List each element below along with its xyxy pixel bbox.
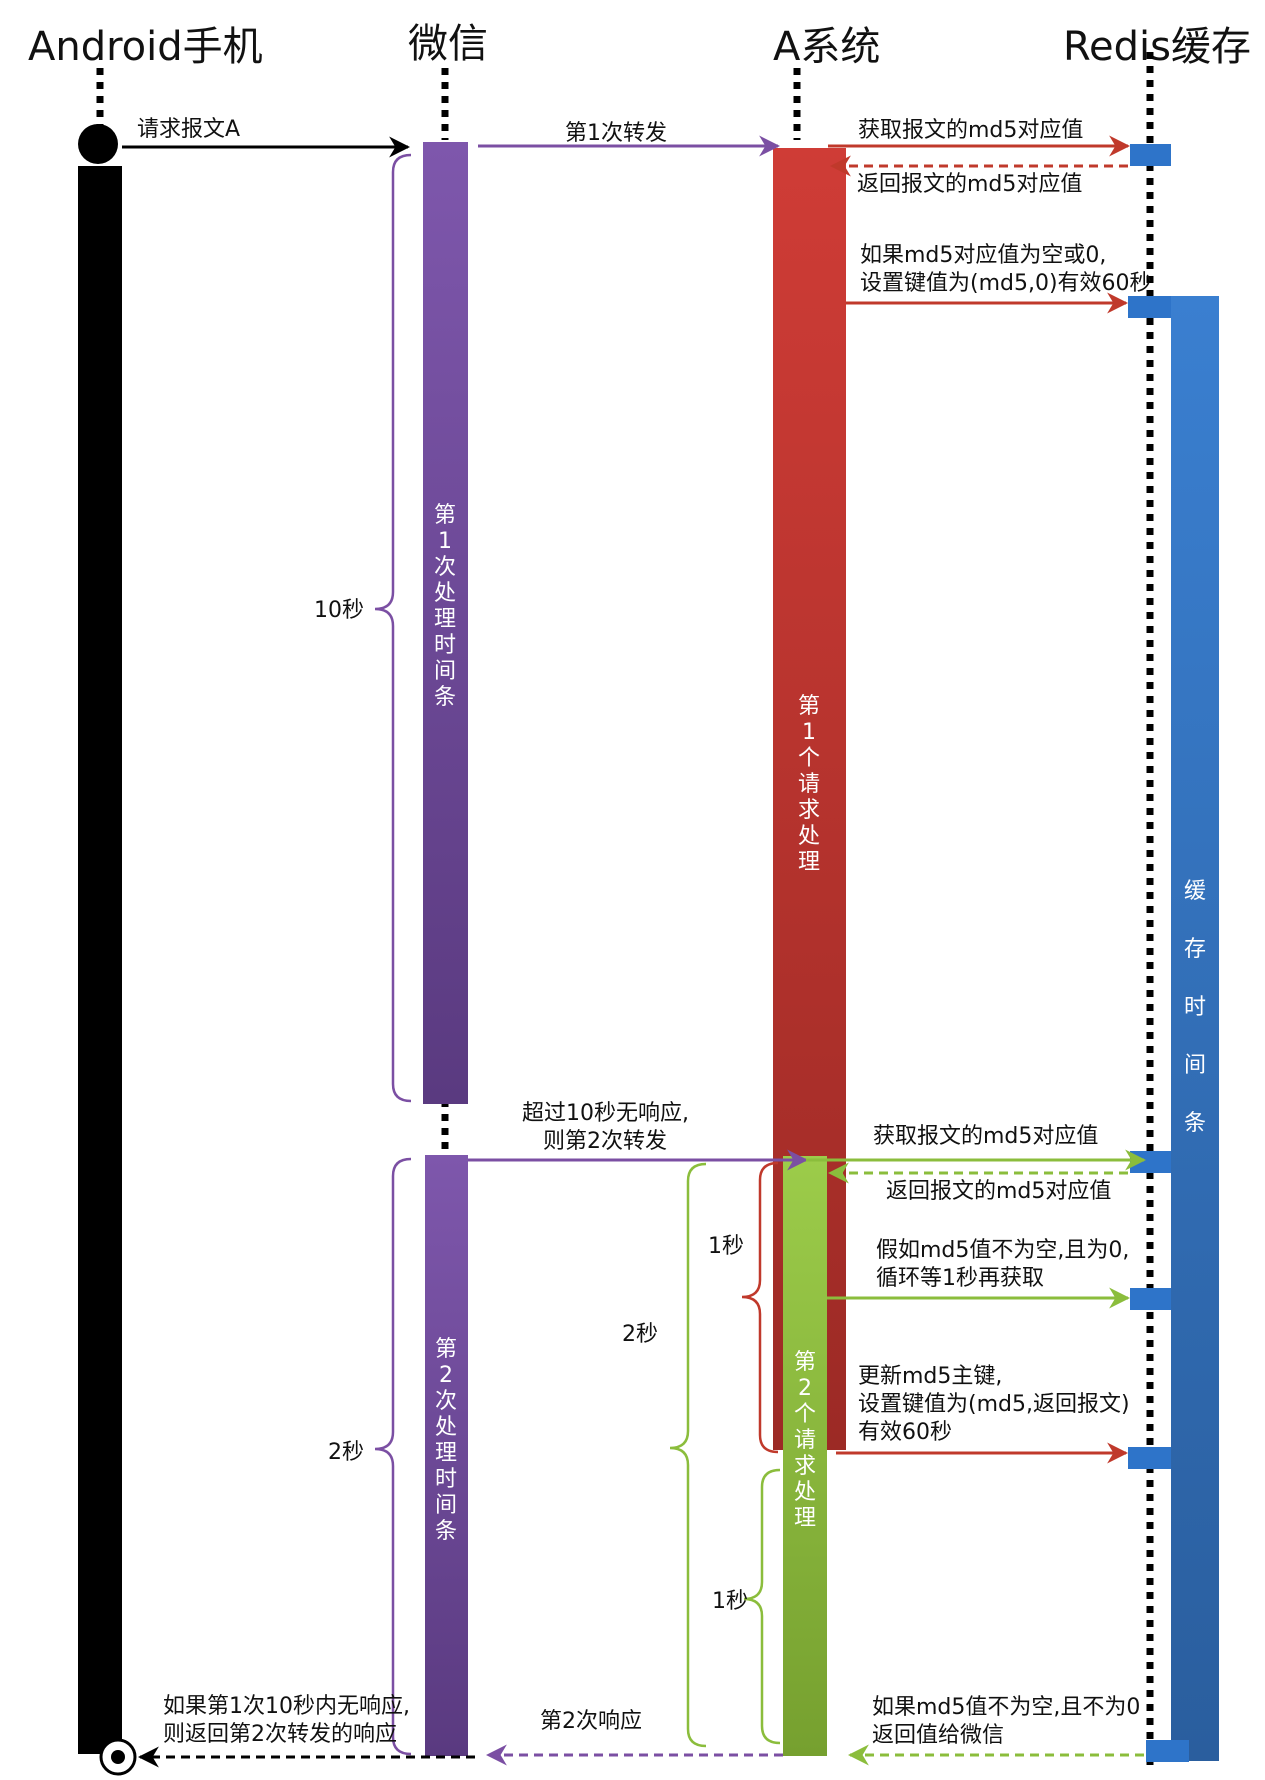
msg-set-key-1: 如果md5对应值为空或0,	[860, 243, 1106, 268]
msg-loop-1: 假如md5值不为空,且为0,	[876, 1238, 1129, 1263]
lifeline-header-wechat: 微信	[408, 21, 488, 67]
brace-red-1s	[741, 1161, 779, 1454]
wechat-bar-2	[425, 1155, 468, 1756]
duration-wechat-2s: 2秒	[328, 1440, 364, 1465]
brace-green-1s	[743, 1468, 781, 1745]
duration-green-1s: 1秒	[712, 1589, 748, 1614]
msg-second-response: 第2次响应	[540, 1709, 642, 1734]
msg-update-1: 更新md5主键,	[858, 1364, 1002, 1389]
msg-return-1: 如果md5值不为空,且不为0	[872, 1695, 1140, 1720]
brace-10s	[374, 153, 412, 1103]
msg-get-md5-2: 获取报文的md5对应值	[873, 1124, 1098, 1149]
android-activation-bar	[78, 166, 122, 1754]
msg-timeout-1: 超过10秒无响应,	[522, 1101, 689, 1126]
redis-cache-bar-label: 缓存时间条	[1184, 879, 1206, 1136]
brace-wechat-2s	[374, 1157, 412, 1756]
msg-forward-1: 第1次转发	[565, 121, 667, 146]
msg-set-key-2: 设置键值为(md5,0)有效60秒	[860, 271, 1152, 296]
msg-update-3: 有效60秒	[858, 1420, 952, 1445]
msg-final-1: 如果第1次10秒内无响应,	[163, 1694, 410, 1719]
lifeline-header-android: Android手机	[28, 24, 263, 70]
duration-red-1s: 1秒	[708, 1234, 744, 1259]
msg-final-2: 则返回第2次转发的响应	[163, 1722, 397, 1747]
brace-green-2s	[669, 1162, 707, 1748]
a-system-bar-2	[783, 1156, 827, 1756]
msg-request-a: 请求报文A	[137, 117, 240, 142]
msg-loop-2: 循环等1秒再获取	[876, 1266, 1044, 1291]
lifeline-dots	[96, 52, 1154, 1765]
msg-return-2: 返回值给微信	[872, 1723, 1004, 1748]
wechat-bar-1	[423, 142, 468, 1104]
android-start-node	[78, 124, 118, 164]
lifeline-header-a-system: A系统	[773, 24, 880, 70]
msg-return-md5-1: 返回报文的md5对应值	[857, 172, 1082, 197]
msg-get-md5-1: 获取报文的md5对应值	[858, 118, 1083, 143]
duration-green-2s: 2秒	[622, 1322, 658, 1347]
lifeline-header-redis: Redis缓存	[1063, 24, 1251, 70]
msg-return-md5-2: 返回报文的md5对应值	[886, 1179, 1111, 1204]
msg-update-2: 设置键值为(md5,返回报文)	[858, 1392, 1130, 1417]
msg-timeout-2: 则第2次转发	[543, 1129, 667, 1154]
duration-10s: 10秒	[314, 598, 364, 623]
redis-cache-bar	[1171, 296, 1219, 1761]
